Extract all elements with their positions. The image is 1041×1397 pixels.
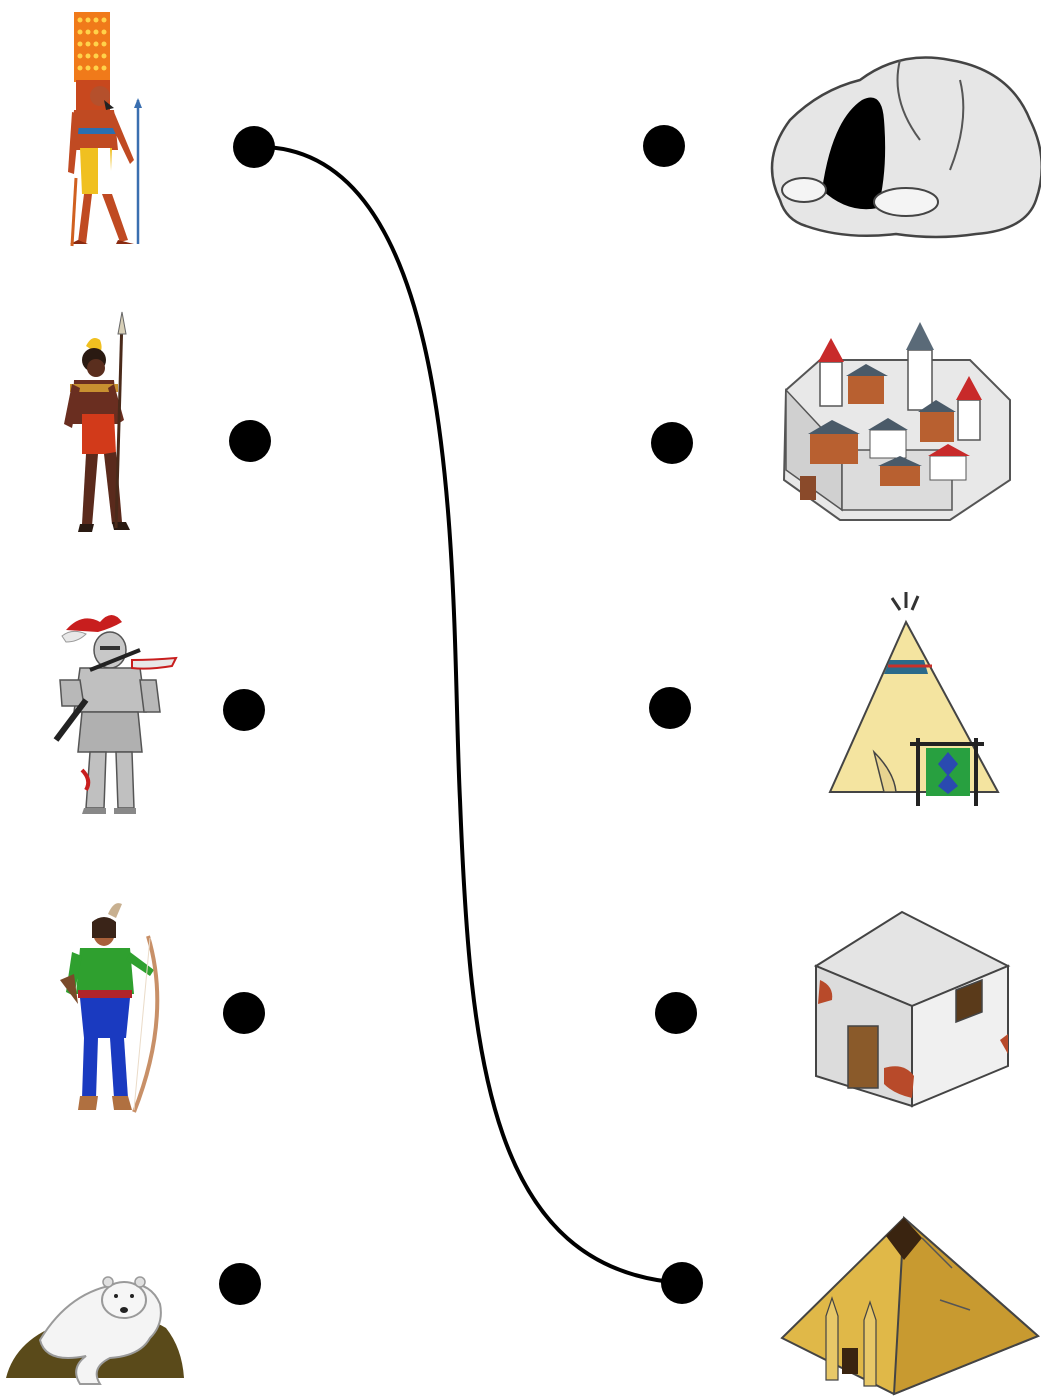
teepee-icon (830, 592, 998, 806)
right-dot-4[interactable] (655, 992, 697, 1034)
african-warrior-icon (64, 312, 130, 532)
armored-knight-icon (56, 615, 176, 814)
polar-bear-icon (6, 1277, 184, 1384)
right-dot-1[interactable] (643, 125, 685, 167)
cave-icon (772, 58, 1041, 238)
right-dot-2[interactable] (651, 422, 693, 464)
left-dot-2[interactable] (229, 420, 271, 462)
native-american-archer-icon (60, 903, 157, 1112)
left-dot-3[interactable] (223, 689, 265, 731)
left-dot-1[interactable] (233, 126, 275, 168)
right-dot-5[interactable] (661, 1262, 703, 1304)
left-dot-4[interactable] (223, 992, 265, 1034)
adobe-house-icon (816, 912, 1008, 1106)
right-dot-3[interactable] (649, 687, 691, 729)
pyramid-icon (782, 1218, 1038, 1394)
connection-line (254, 147, 682, 1283)
left-dot-5[interactable] (219, 1263, 261, 1305)
walled-town-icon (784, 322, 1010, 520)
egyptian-pharaoh-icon (68, 12, 142, 246)
